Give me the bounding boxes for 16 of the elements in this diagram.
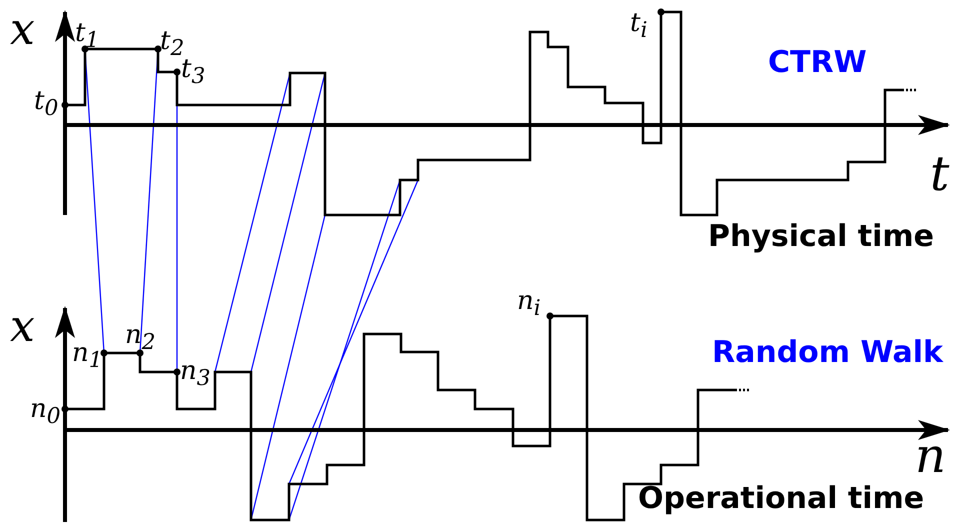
axis-title: Operational time [638, 484, 924, 514]
step-label: n$_{0}$ [30, 396, 61, 428]
plot-title: Random Walk [712, 338, 943, 368]
step-label: n$_{1}$ [72, 340, 103, 372]
step-label: n$_{i}$ [517, 288, 541, 320]
time-label: t$_{i}$ [630, 10, 648, 42]
step-label: n$_{2}$ [125, 322, 156, 354]
axis-label: x [10, 305, 35, 349]
plot-title: CTRW [768, 48, 867, 78]
time-label: t$_{0}$ [34, 88, 58, 120]
step-label: n$_{3}$ [180, 358, 211, 390]
axis-label: t [930, 150, 950, 198]
axis-label: x [10, 8, 35, 52]
axis-label: n [915, 432, 946, 480]
time-label: t$_{1}$ [75, 20, 100, 52]
axis-title: Physical time [708, 222, 934, 252]
